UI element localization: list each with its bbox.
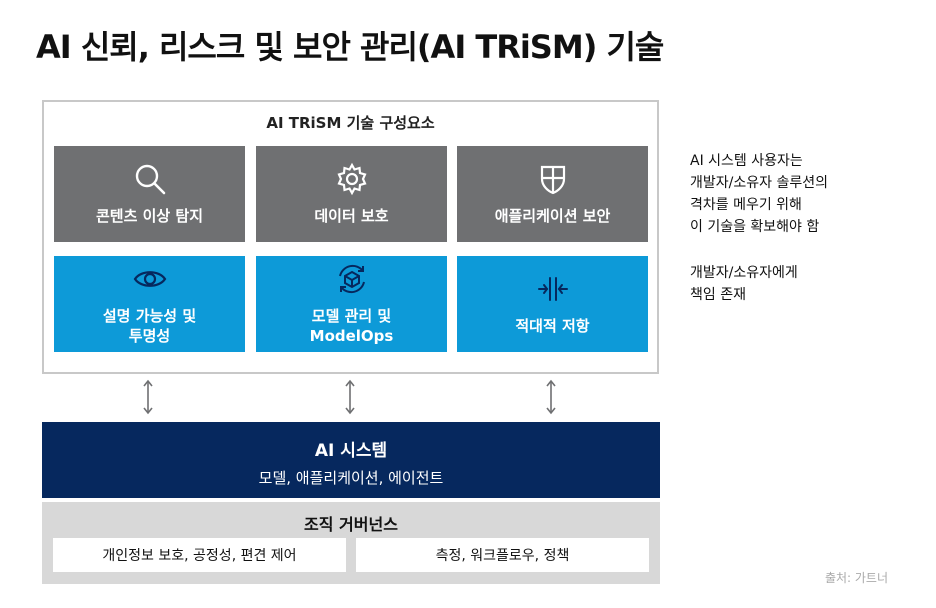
ai-system-subtitle: 모델, 애플리케이션, 에이전트 [258, 469, 444, 487]
tile-application-security: 애플리케이션 보안 [457, 146, 648, 242]
components-heading: AI TRiSM 기술 구성요소 [266, 114, 435, 132]
double-arrow-icon [143, 379, 153, 415]
side-note-users: AI 시스템 사용자는 개발자/소유자 솔루션의 격차를 메우기 위해 이 기술… [690, 153, 828, 235]
shield-icon [540, 165, 565, 195]
ai-system-block: AI 시스템 모델, 애플리케이션, 에이전트 [42, 422, 660, 498]
page-title: AI 신뢰, 리스크 및 보안 관리(AI TRiSM) 기술 [36, 28, 664, 66]
double-arrow-icon [546, 379, 556, 415]
tile-data-protection: 데이터 보호 [256, 146, 447, 242]
eye-icon [133, 271, 166, 287]
tile-model-management-modelops: 모델 관리 및 ModelOps [256, 256, 447, 352]
source-credit: 출처: 가트너 [824, 571, 888, 585]
ai-system-heading: AI 시스템 [314, 441, 388, 461]
trism-components-panel: AI TRiSM 기술 구성요소 콘텐츠 이상 탐지 데이터 보호 애플리케이션… [42, 100, 659, 374]
side-note-developers: 개발자/소유자에게 책임 존재 [690, 265, 798, 303]
tile-label: 애플리케이션 보안 [494, 207, 611, 225]
tile-label: 데이터 보호 [314, 207, 389, 225]
governance-item-privacy: 개인정보 보호, 공정성, 편견 제어 [53, 538, 346, 572]
tile-label: 설명 가능성 및 투명성 [102, 307, 197, 345]
resistance-icon [537, 277, 568, 301]
gear-icon [336, 162, 367, 196]
tile-label: 모델 관리 및 ModelOps [309, 307, 394, 345]
tile-label: 적대적 저항 [515, 317, 590, 335]
double-arrow-icon [345, 379, 355, 415]
cube-cycle-icon [338, 264, 365, 294]
governance-heading: 조직 거버넌스 [304, 515, 398, 534]
tile-content-anomaly-detection: 콘텐츠 이상 탐지 [54, 146, 245, 242]
organizational-governance-block: 조직 거버넌스 개인정보 보호, 공정성, 편견 제어 측정, 워크플로우, 정… [42, 502, 660, 584]
magnifier-icon [135, 164, 165, 195]
tile-label: 콘텐츠 이상 탐지 [95, 207, 204, 225]
tile-adversarial-resistance: 적대적 저항 [457, 256, 648, 352]
tile-explainability-transparency: 설명 가능성 및 투명성 [54, 256, 245, 352]
governance-item-measurement: 측정, 워크플로우, 정책 [356, 538, 649, 572]
